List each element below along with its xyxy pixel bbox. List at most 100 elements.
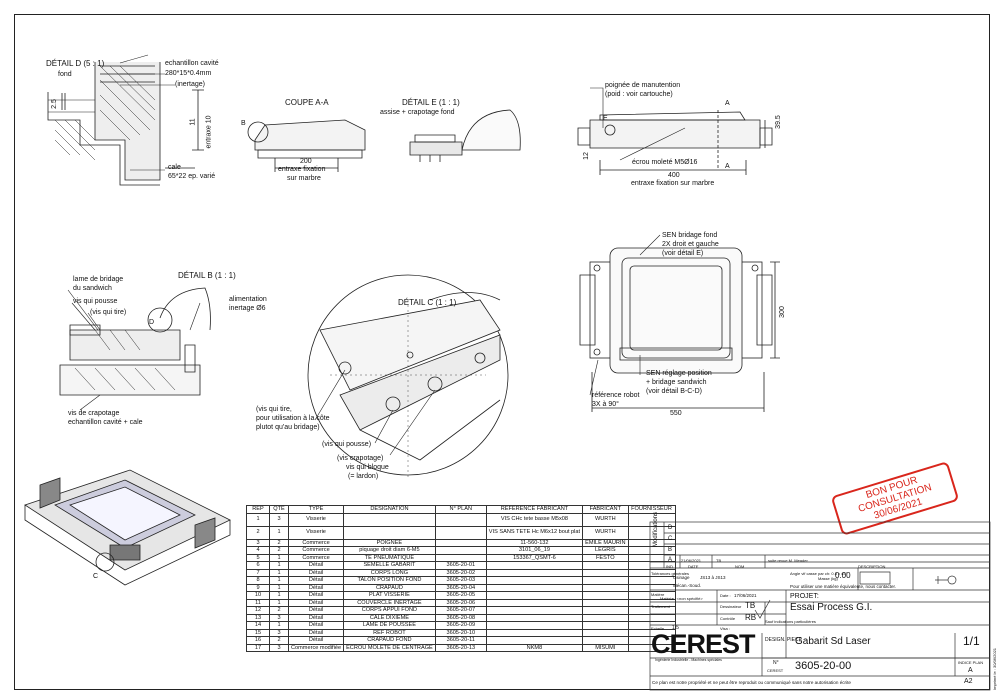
- label-echantillon: echantillon cavité: [165, 60, 219, 67]
- label-poignee: poignée de manutention: [605, 82, 681, 89]
- plan-view-drawing: [579, 247, 780, 412]
- designation-label: DESIGN. PIECE: [765, 637, 802, 643]
- bom-cell: VIS SANS TETE Hc M6x12 bout plat: [485, 525, 584, 540]
- dim-400: 400: [668, 172, 680, 179]
- masse-label: Masse (kg): [818, 576, 838, 581]
- matiere-label: Matière: [651, 592, 665, 597]
- matiere-value: Matériau <non spécifié>: [660, 596, 703, 601]
- label-sen2: SEN réglage position: [646, 370, 712, 377]
- label-cale-dims: 65*22 ep. varié: [168, 173, 216, 180]
- coupe-aa-drawing: [247, 119, 366, 172]
- label-sen2c: (voir détail B-C-D): [646, 388, 703, 395]
- detail-e-drawing: [409, 109, 521, 162]
- dim-550: 550: [670, 410, 682, 417]
- projet-value: Essai Process G.I.: [790, 602, 873, 613]
- label-vis-crapotage-c: (vis crapotage): [337, 455, 384, 462]
- label-lardon: (= lardon): [348, 473, 379, 480]
- bom-cell: WURTH: [582, 525, 629, 540]
- detail-e-sub: assise + crapotage fond: [380, 109, 455, 116]
- label-vis-qui-tire: (vis qui tire,: [256, 406, 292, 413]
- label-ref-robot: référence robot: [592, 392, 640, 399]
- detail-d-title: DÉTAIL D (5 : 1): [46, 59, 105, 68]
- date-label: Date :: [720, 593, 731, 598]
- label-cale: cale: [168, 164, 181, 171]
- sheet-number: 1/1: [963, 634, 980, 648]
- bom-cell: [627, 525, 676, 540]
- label-d: D: [149, 319, 155, 326]
- drawing-sheet: [14, 14, 990, 690]
- masse-value: 0.00: [835, 571, 851, 580]
- detail-e-title: DÉTAIL E (1 : 1): [402, 98, 460, 107]
- echelle-label: Echelle: [651, 626, 665, 631]
- angle-vif: Angle vif casse par ch: 0.5 x 45°: [790, 571, 848, 576]
- label-sen1b: 2X droit et gauche: [662, 241, 719, 248]
- col-date: DATE: [688, 564, 699, 569]
- print-date: Imprimé le : 30/06/2021: [992, 647, 997, 690]
- bom-cell: Commerce modifiée: [287, 643, 345, 652]
- coupe-aa-title: COUPE A-A: [285, 98, 329, 107]
- rev-b: B: [668, 547, 673, 553]
- tol-generales: Tolérances générales: [651, 571, 690, 576]
- label-vis-crapotage: vis de crapotage: [68, 410, 120, 417]
- tol-mecan: Mécan.-Soud.: [673, 583, 702, 588]
- detail-d-drawing: [47, 62, 204, 186]
- controle-label: Contrôle: [720, 616, 736, 621]
- label-inertage: (inertage): [175, 81, 205, 88]
- bom-cell: Visserie: [287, 525, 345, 540]
- label-ref-robot-2: 3X à 90°: [592, 401, 619, 408]
- label-ecrou: écrou moleté M5Ø16: [632, 159, 698, 166]
- detail-b-title: DÉTAIL B (1 : 1): [178, 271, 236, 280]
- rev-a: A: [668, 557, 673, 563]
- logo-subtitle: Ingénierie Industrielle - Machines spéci…: [655, 658, 722, 662]
- number-label: N°: [773, 660, 779, 666]
- sauf-indications: Sauf indications particulières: [765, 619, 816, 624]
- indice-value: A: [968, 667, 973, 674]
- label-du-sandwich: du sandwich: [73, 285, 112, 292]
- bom-cell: [627, 643, 676, 652]
- detail-b-drawing: [59, 287, 211, 396]
- label-poids: (poid : voir cartouche): [605, 91, 673, 98]
- label-fond: fond: [58, 71, 72, 78]
- leader-lines: [67, 54, 686, 456]
- dessinateur-value: TB: [745, 601, 756, 610]
- drawing-number: 3605-20-00: [795, 660, 852, 672]
- cerest-logo: CEREST: [651, 629, 756, 659]
- traitement-label: Traitement: [651, 604, 670, 609]
- elevation-drawing: [577, 110, 773, 175]
- label-vis-tire: (vis qui tire): [90, 309, 127, 316]
- controle-value: RB: [745, 613, 757, 622]
- projet-label: PROJET:: [790, 593, 819, 600]
- label-sen1c: (voir détail E): [662, 250, 704, 257]
- rev-a-author: TB: [716, 558, 722, 563]
- label-echantillon-cale: echantillon cavité + cale: [68, 419, 143, 426]
- detail-c-title: DÉTAIL C (1 : 1): [398, 298, 457, 307]
- dim-200: 200: [300, 158, 312, 165]
- label-vis-qui-bloque: vis qui bloque: [346, 464, 389, 471]
- indice-label: INDICE PLAN: [958, 660, 984, 665]
- iso-label-c: C: [93, 573, 99, 580]
- label-pour-utilisation: pour utilisation à la côte: [256, 415, 330, 422]
- rev-a-desc: suite revue M. Meader: [768, 558, 808, 563]
- label-vis-qui-pousse-c: (vis qui pousse): [322, 441, 372, 448]
- label-inertage-6: inertage Ø6: [229, 305, 266, 312]
- footer-note: Ce plan est notre propriété et ne peut ê…: [652, 680, 851, 685]
- label-lame: lame de bridage: [73, 276, 124, 283]
- label-vis-pousse: vis qui pousse: [73, 298, 118, 305]
- tol-js13: JS13 à JS13: [700, 575, 726, 580]
- bom-cell: Visserie: [287, 512, 345, 527]
- label-b: B: [241, 120, 246, 127]
- dim-entraxe-marbre: entraxe fixation sur marbre: [631, 180, 715, 187]
- tol-usinage: Usinage: [673, 575, 690, 580]
- detail-c-drawing: [307, 274, 509, 478]
- label-sen2b: + bridage sandwich: [646, 379, 707, 386]
